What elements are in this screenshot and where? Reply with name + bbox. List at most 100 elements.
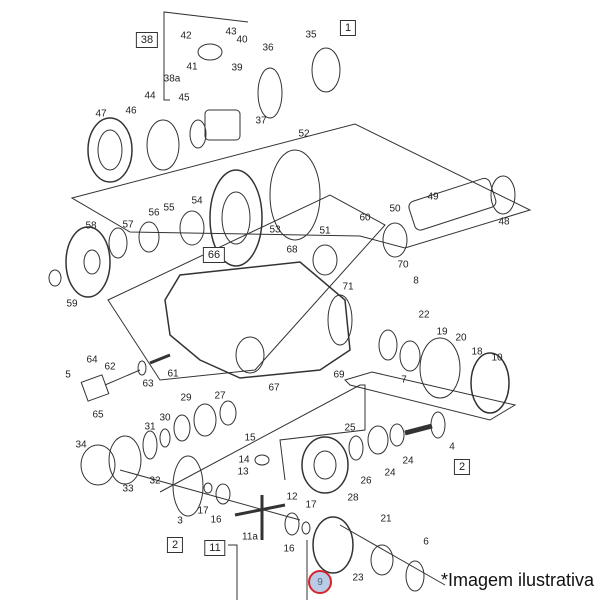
part-label[interactable]: 29 xyxy=(180,392,192,404)
group-box-2b[interactable]: 2 xyxy=(166,537,184,553)
part-label[interactable]: 21 xyxy=(380,513,392,525)
spider-38a xyxy=(204,109,241,141)
part-label[interactable]: 7 xyxy=(401,374,407,386)
part-label[interactable]: 37 xyxy=(255,115,267,127)
part-label[interactable]: 46 xyxy=(125,105,137,117)
part-label[interactable]: 3 xyxy=(177,515,183,527)
part-label[interactable]: 10 xyxy=(491,352,503,364)
flange-20 xyxy=(419,337,461,399)
gear-16 xyxy=(215,483,231,505)
part-label[interactable]: 24 xyxy=(402,455,414,467)
part-label[interactable]: 36 xyxy=(262,42,274,54)
gear-31 xyxy=(142,430,158,460)
group-box-1[interactable]: 1 xyxy=(339,20,357,36)
part-label[interactable]: 17 xyxy=(197,505,209,517)
selected-part-9[interactable]: 9 xyxy=(308,570,332,594)
group-box-2a[interactable]: 2 xyxy=(453,459,471,475)
part-label[interactable]: 6 xyxy=(423,536,429,548)
part-label[interactable]: 34 xyxy=(75,439,87,451)
part-label[interactable]: 69 xyxy=(333,369,345,381)
part-label[interactable]: 35 xyxy=(305,29,317,41)
part-label[interactable]: 4 xyxy=(449,441,455,453)
ring-56 xyxy=(138,221,160,253)
shaft-62 xyxy=(104,369,141,386)
part-label[interactable]: 15 xyxy=(244,432,256,444)
part-label[interactable]: 20 xyxy=(455,332,467,344)
part-label[interactable]: 53 xyxy=(269,224,281,236)
part-label[interactable]: 24 xyxy=(384,467,396,479)
part-label[interactable]: 8 xyxy=(413,275,419,287)
part-label[interactable]: 48 xyxy=(498,216,510,228)
washer-17 xyxy=(203,482,213,494)
part-label[interactable]: 13 xyxy=(237,466,249,478)
part-label[interactable]: 16 xyxy=(210,514,222,526)
part-label[interactable]: 65 xyxy=(92,409,104,421)
bracket-65 xyxy=(80,374,110,402)
part-label[interactable]: 70 xyxy=(397,259,409,271)
gear-40 xyxy=(197,43,223,61)
part-label[interactable]: 23 xyxy=(352,572,364,584)
part-label[interactable]: 27 xyxy=(214,390,226,402)
part-label[interactable]: 44 xyxy=(144,90,156,102)
part-label[interactable]: 61 xyxy=(167,368,179,380)
washer-48 xyxy=(490,175,516,215)
part-label[interactable]: 56 xyxy=(148,207,160,219)
part-label[interactable]: 26 xyxy=(360,475,372,487)
part-label[interactable]: 43 xyxy=(225,26,237,38)
part-label[interactable]: 59 xyxy=(66,298,78,310)
part-label[interactable]: 68 xyxy=(286,244,298,256)
part-label[interactable]: 25 xyxy=(344,422,356,434)
crown-3 xyxy=(172,455,204,517)
housing-67 xyxy=(164,261,351,379)
group-38-bracket xyxy=(163,11,249,101)
part-label[interactable]: 49 xyxy=(427,191,439,203)
part-label[interactable]: 41 xyxy=(186,61,198,73)
part-label[interactable]: 31 xyxy=(144,421,156,433)
part-label[interactable]: 47 xyxy=(95,108,107,120)
part-label[interactable]: 62 xyxy=(104,361,116,373)
part-label[interactable]: 38a xyxy=(163,73,181,85)
part-label[interactable]: 57 xyxy=(122,219,134,231)
cup-29 xyxy=(193,403,217,437)
part-label[interactable]: 32 xyxy=(149,475,161,487)
ring-45 xyxy=(189,119,207,149)
part-label[interactable]: 11a xyxy=(242,531,258,543)
part-label[interactable]: 40 xyxy=(236,34,248,46)
part-label[interactable]: 17 xyxy=(305,499,317,511)
part-label[interactable]: 18 xyxy=(471,346,483,358)
part-label[interactable]: 42 xyxy=(180,30,192,42)
flange-58 xyxy=(65,226,111,298)
part-label[interactable]: 58 xyxy=(85,220,97,232)
group-box-38[interactable]: 38 xyxy=(135,32,159,48)
part-label[interactable]: 22 xyxy=(418,309,430,321)
part-label[interactable]: 45 xyxy=(178,92,190,104)
part-label[interactable]: 54 xyxy=(191,195,203,207)
part-label[interactable]: 19 xyxy=(436,326,448,338)
gear-24 xyxy=(389,423,405,447)
part-label[interactable]: 50 xyxy=(389,203,401,215)
part-label[interactable]: 71 xyxy=(342,281,354,293)
part-label[interactable]: 60 xyxy=(359,212,371,224)
part-label[interactable]: 16 xyxy=(283,543,295,555)
part-label[interactable]: 30 xyxy=(159,412,171,424)
cover-53 xyxy=(209,169,263,267)
part-label[interactable]: 52 xyxy=(298,128,310,140)
part-label[interactable]: 5 xyxy=(65,369,71,381)
part-label[interactable]: 51 xyxy=(319,225,331,237)
part-label[interactable]: 39 xyxy=(231,62,243,74)
part-label[interactable]: 67 xyxy=(268,382,280,394)
ring-57 xyxy=(108,227,128,259)
frame-upper xyxy=(70,123,532,249)
part-label[interactable]: 55 xyxy=(163,202,175,214)
part-label[interactable]: 28 xyxy=(347,492,359,504)
cover-33 xyxy=(80,444,116,486)
part-label[interactable]: 63 xyxy=(142,378,154,390)
group-box-11[interactable]: 11 xyxy=(204,540,226,556)
part-label[interactable]: 64 xyxy=(86,354,98,366)
part-label[interactable]: 12 xyxy=(286,491,298,503)
part-label[interactable]: 14 xyxy=(238,454,250,466)
group-box-66[interactable]: 66 xyxy=(202,247,226,263)
part-label[interactable]: 33 xyxy=(122,483,134,495)
bearing-23 xyxy=(370,544,394,576)
